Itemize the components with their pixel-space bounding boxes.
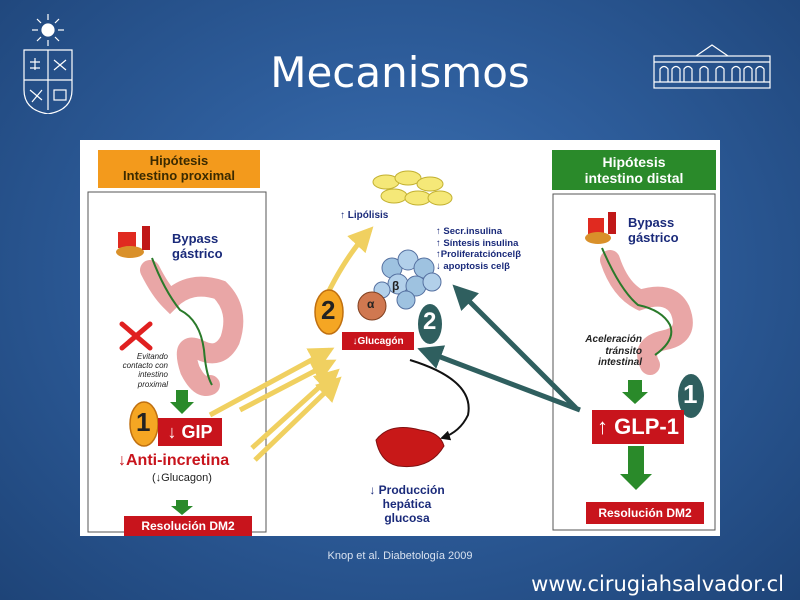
badge-2-right-text: 2 xyxy=(423,308,437,335)
badge-2-teal xyxy=(418,304,442,344)
alpha-cell-icon xyxy=(357,291,387,321)
beta-cell-effects-list: ↑ Secr.insulina ↑ Síntesis insulina ↑Pro… xyxy=(436,226,521,272)
red-x-icon xyxy=(119,321,153,351)
effect-item: ↑ Síntesis insulina xyxy=(436,237,519,249)
green-down-arrow-right-1 xyxy=(622,380,648,404)
right-panel-frame xyxy=(552,193,716,531)
gip-box: ↓ GIP xyxy=(158,418,222,446)
effect-item: ↑Proliferatcióncelβ xyxy=(436,249,521,261)
badge-1-teal xyxy=(678,374,704,418)
glucagon-down-box: ↓Glucagón xyxy=(342,332,414,350)
citation: Knop et al. Diabetología 2009 xyxy=(327,550,473,562)
stomach-intestine-right xyxy=(600,247,693,375)
university-crest-logo xyxy=(23,14,73,114)
beta-symbol: β xyxy=(392,279,400,293)
resolucion-right-box: Resolución DM2 xyxy=(586,502,704,524)
diagram-graphics xyxy=(87,170,716,533)
black-curved-arrow xyxy=(409,359,470,441)
glp1-box: ↑ GLP-1 xyxy=(592,410,684,444)
website-url: www.cirugiahsalvador.cl xyxy=(531,572,784,596)
bypass-label-left: Bypass gástrico xyxy=(172,231,223,261)
lipolisis-label: ↑ Lipólisis xyxy=(340,210,389,221)
mechanism-diagram: Hipótesis Intestino proximal Hipótesis i… xyxy=(80,140,720,536)
liver-icon xyxy=(375,427,445,468)
right-hypothesis-header: Hipótesis intestino distal xyxy=(552,150,716,190)
badge-2-orange xyxy=(314,289,344,335)
effect-item: ↓ apoptosis celβ xyxy=(436,260,510,272)
pancreatic-islet-icon xyxy=(373,249,442,310)
green-down-arrow-right-2 xyxy=(620,446,652,490)
fat-cells-icon xyxy=(372,170,453,206)
fast-food-icon-right xyxy=(585,212,616,244)
fast-food-icon-left xyxy=(116,226,150,258)
left-hypothesis-header: Hipótesis Intestino proximal xyxy=(98,150,260,188)
anti-incretina-label: ↓Anti-incretina xyxy=(118,452,230,469)
aceleracion-label: Aceleración tránsito intestinal xyxy=(585,334,642,368)
badge-2-left-text: 2 xyxy=(321,295,336,325)
stomach-intestine-left xyxy=(140,257,244,396)
badge-1-right-text: 1 xyxy=(683,379,698,409)
alpha-symbol: α xyxy=(367,297,375,311)
slide-title: Mecanismos xyxy=(270,48,530,97)
resolucion-left-box: Resolución DM2 xyxy=(124,516,252,536)
produccion-hepatica-label: ↓ Producción hepática glucosa xyxy=(369,483,445,525)
green-down-arrow-left-1 xyxy=(170,390,194,414)
avoid-contact-label: Evitando contacto con intestino proximal xyxy=(122,352,168,389)
badge-1-left-text: 1 xyxy=(136,407,151,437)
green-down-arrow-left-2 xyxy=(171,500,193,515)
hospital-building-logo xyxy=(653,44,771,89)
glucagon-paren-label: (↓Glucagon) xyxy=(152,472,212,484)
effect-item: ↑ Secr.insulina xyxy=(436,226,502,237)
bypass-label-right: Bypass gástrico xyxy=(628,215,679,245)
